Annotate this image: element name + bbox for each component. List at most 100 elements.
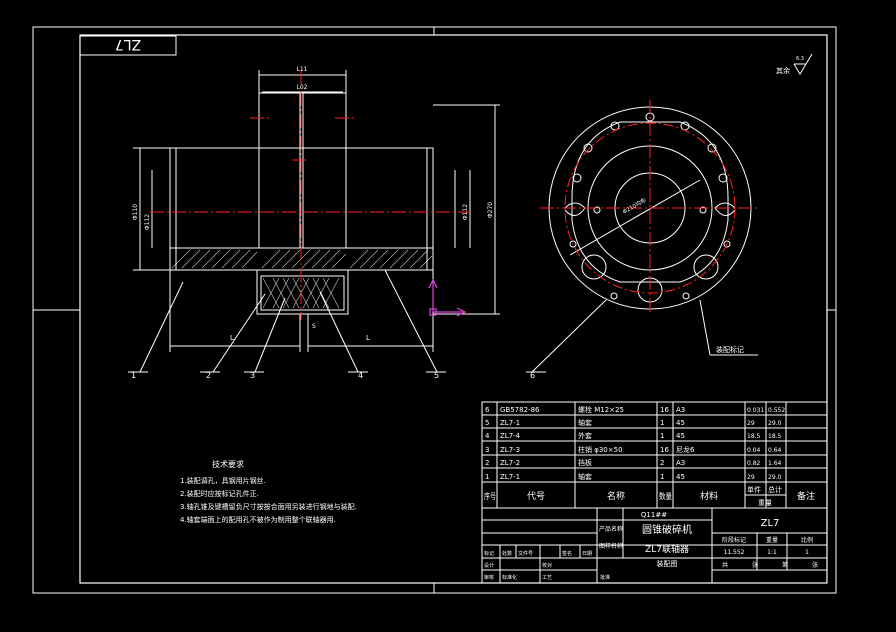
bom-row-code: ZL7-1: [500, 473, 520, 481]
sheet-cell-3: 张: [812, 561, 818, 569]
bom-row-w2: 1.64: [768, 460, 782, 467]
drawing-no: ZL7: [761, 518, 780, 529]
roughness-value: 6.3: [796, 56, 804, 62]
stage-value-1: 1:1: [767, 549, 777, 556]
bom-row-no: 3: [485, 446, 489, 454]
dim-right-inner: Φ112: [462, 204, 469, 220]
balloon-4: 4: [358, 371, 363, 380]
bom-row-w1: 0.031: [747, 407, 764, 414]
tech-item-1: 1.装配调孔，具钢用片钢丝.: [180, 476, 266, 485]
bom-row-w2: 18.5: [768, 433, 782, 440]
approval-label-4: 日期: [582, 551, 592, 557]
bom-row-qty: 2: [660, 459, 664, 467]
inner-frame: [79, 34, 828, 584]
dim-bottom-left: L: [230, 334, 234, 342]
bom-row-name: 外套: [578, 431, 592, 440]
part-name: ZL7联轴器: [645, 543, 689, 555]
balloon-3: 3: [250, 371, 255, 380]
project-code: Q11##: [641, 511, 667, 519]
sheet-cell-1: 张: [752, 561, 758, 569]
tech-item-2: 2.装配时应按标记孔件正.: [180, 489, 259, 498]
bom-row-w1: 29: [747, 420, 755, 427]
product-label: 产品名称: [599, 525, 623, 533]
bom-header-note: 备注: [797, 490, 815, 502]
bom-table: [481, 401, 828, 509]
approval-label-9: 工艺: [542, 575, 552, 581]
code-box-text: ZL7: [115, 36, 141, 52]
approval-label-8: 标准化: [502, 574, 517, 581]
bom-row-code: ZL7-4: [500, 432, 521, 440]
bom-row-w1: 18.5: [747, 433, 761, 440]
dim-bottom-right: L: [366, 334, 370, 342]
part-label: 图样名称: [599, 542, 623, 550]
tech-item-3: 3.轴孔锥及键槽留负尺寸按按合面用另装进行钢地与装配.: [180, 502, 357, 511]
bom-row-mat: 45: [676, 432, 685, 440]
bom-header-code: 代号: [527, 491, 545, 502]
front-centerlines: [150, 70, 470, 320]
bom-row-name: 螺栓 M12×25: [578, 405, 624, 414]
bom-header-total: 总计: [768, 485, 782, 494]
bom-row-code: GB5782-86: [500, 406, 540, 414]
approval-label-5: 设计: [484, 562, 494, 569]
approval-label-6: 校对: [542, 562, 552, 569]
dim-top-outer: L11: [297, 66, 308, 73]
bom-row-w2: 29.0: [768, 420, 782, 427]
bom-row-w1: 29: [747, 474, 755, 481]
bom-header-unit: 单件: [747, 485, 761, 494]
bom-row-mat: A3: [676, 459, 685, 467]
stage-header-0: 阶段标记: [722, 536, 746, 544]
bom-row-mat: 45: [676, 419, 685, 427]
dim-right-outer: Φ270: [487, 202, 494, 218]
bom-row-qty: 16: [660, 446, 669, 454]
bom-row-w1: 0.04: [747, 447, 761, 454]
roughness-symbol: 其余 6.3: [776, 53, 813, 75]
stage-header-2: 比例: [801, 536, 813, 544]
bom-row-qty: 1: [660, 419, 664, 427]
bom-header-mat: 材料: [700, 490, 718, 502]
sheet-cell-0: 共: [722, 561, 728, 569]
dim-gap: S: [312, 323, 316, 330]
bom-row-qty: 16: [660, 406, 669, 414]
title-block-text: Q11## 产品名称 圆锥破碎机 图样名称 ZL7联轴器 装配图 ZL7 阶段标…: [484, 511, 818, 581]
bom-row-no: 5: [485, 419, 489, 427]
dim-top-inner: L02: [297, 84, 308, 91]
bom-row-w2: 0.552: [768, 407, 785, 414]
bom-row-qty: 1: [660, 432, 664, 440]
approval-label-10: 批准: [600, 574, 610, 581]
side-view: [526, 106, 758, 373]
balloon-5: 5: [434, 371, 439, 380]
bom-row-code: ZL7-3: [500, 446, 520, 454]
balloon-6: 6: [530, 371, 535, 380]
bom-row-name: 轴套: [578, 418, 592, 427]
roughness-label: 其余: [776, 66, 790, 75]
approval-label-0: 标记: [484, 550, 494, 557]
code-box: [79, 35, 177, 56]
bom-row-name: 轴套: [578, 472, 592, 481]
bom-row-mat: 尼龙6: [676, 445, 695, 454]
stage-header-1: 重量: [766, 536, 778, 544]
doc-label: 装配图: [657, 559, 678, 568]
bom-row-name: 挡板: [578, 458, 592, 467]
bom-row-code: ZL7-2: [500, 459, 520, 467]
bom-header-no: 序号: [484, 491, 496, 501]
bom-header-name: 名称: [607, 490, 625, 502]
bom-header-qty: 数量: [659, 491, 672, 501]
balloon-1: 1: [131, 371, 136, 380]
approval-label-2: 文件号: [518, 550, 533, 557]
side-centerlines: [540, 100, 760, 315]
bom-row-w2: 29.0: [768, 474, 782, 481]
bom-row-mat: 45: [676, 473, 685, 481]
balloon-2: 2: [206, 371, 211, 380]
product-name: 圆锥破碎机: [642, 523, 692, 536]
bom-row-qty: 1: [660, 473, 664, 481]
bom-row-no: 2: [485, 459, 489, 467]
tech-title: 技术要求: [212, 459, 244, 469]
approval-label-1: 处数: [502, 550, 512, 557]
approval-label-7: 审核: [484, 574, 494, 581]
approval-label-3: 签名: [562, 550, 572, 557]
bom-row-code: ZL7-1: [500, 419, 520, 427]
bom-row-w2: 0.64: [768, 447, 782, 454]
hatch-sleeve: [171, 249, 433, 309]
stage-value-0: 11.552: [724, 549, 745, 556]
